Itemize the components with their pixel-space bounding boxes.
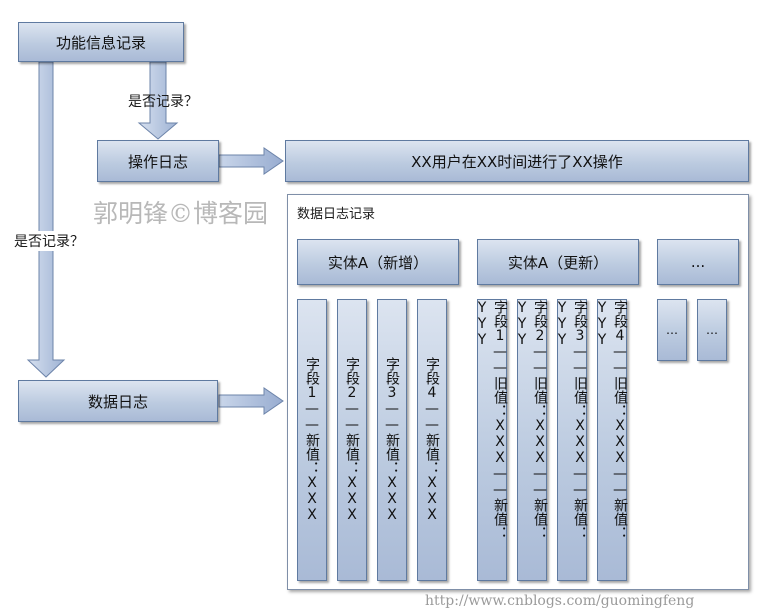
data-log-panel: 数据日志记录 实体A（新增） 实体A（更新） ... 字段1——新值：XXX 字… [287, 194, 749, 590]
new-field-column: 字段3——新值：XXX [377, 299, 407, 581]
update-field-label: 字段4——旧值：XXX——新值：YYY [594, 300, 628, 540]
operation-log-node: 操作日志 [97, 140, 219, 182]
entity-update-header: 实体A（更新） [477, 239, 639, 285]
arrow-to-operation-detail [218, 147, 284, 175]
update-field-label: 字段1——旧值：XXX——新值：YYY [474, 300, 508, 540]
operation-detail-node: XX用户在XX时间进行了XX操作 [285, 140, 749, 182]
entity-more-label: ... [690, 253, 706, 271]
new-field-label: 字段3——新值：XXX [384, 357, 400, 523]
data-log-label: 数据日志 [87, 392, 148, 411]
more-field-label: … [706, 323, 718, 337]
new-field-column: 字段1——新值：XXX [297, 299, 327, 581]
operation-detail-label: XX用户在XX时间进行了XX操作 [411, 152, 623, 171]
panel-title: 数据日志记录 [297, 207, 376, 222]
entity-new-header: 实体A（新增） [297, 239, 459, 285]
new-field-label: 字段1——新值：XXX [304, 357, 320, 523]
new-field-label: 字段2——新值：XXX [344, 357, 360, 523]
entity-more-header: ... [657, 239, 739, 285]
source-url: http://www.cnblogs.com/guomingfeng [425, 593, 695, 609]
update-field-column: 字段4——旧值：XXX——新值：YYY [594, 299, 628, 581]
update-field-column: 字段3——旧值：XXX——新值：YYY [554, 299, 588, 581]
operation-log-label: 操作日志 [127, 152, 188, 171]
data-log-node: 数据日志 [18, 380, 218, 422]
more-field-column: … [697, 299, 727, 361]
record-question-label-2: 是否记录？ [14, 231, 84, 251]
feature-log-node: 功能信息记录 [18, 22, 184, 62]
update-field-label: 字段2——旧值：XXX——新值：YYY [514, 300, 548, 540]
more-field-column: … [657, 299, 687, 361]
new-field-column: 字段2——新值：XXX [337, 299, 367, 581]
new-field-column: 字段4——新值：XXX [417, 299, 447, 581]
update-field-label: 字段3——旧值：XXX——新值：YYY [554, 300, 588, 540]
more-field-label: … [666, 323, 678, 337]
new-field-label: 字段4——新值：XXX [424, 357, 440, 523]
arrow-to-data-panel [218, 387, 284, 415]
arrow-to-data-log [26, 61, 66, 378]
entity-new-label: 实体A（新增） [327, 253, 429, 272]
feature-log-label: 功能信息记录 [55, 33, 146, 52]
record-question-label-1: 是否记录？ [128, 94, 198, 110]
watermark: 郭明锋©博客园 [93, 199, 269, 228]
update-field-column: 字段1——旧值：XXX——新值：YYY [474, 299, 508, 581]
entity-update-label: 实体A（更新） [507, 253, 609, 272]
arrow-to-operation-log [137, 61, 179, 140]
update-field-column: 字段2——旧值：XXX——新值：YYY [514, 299, 548, 581]
